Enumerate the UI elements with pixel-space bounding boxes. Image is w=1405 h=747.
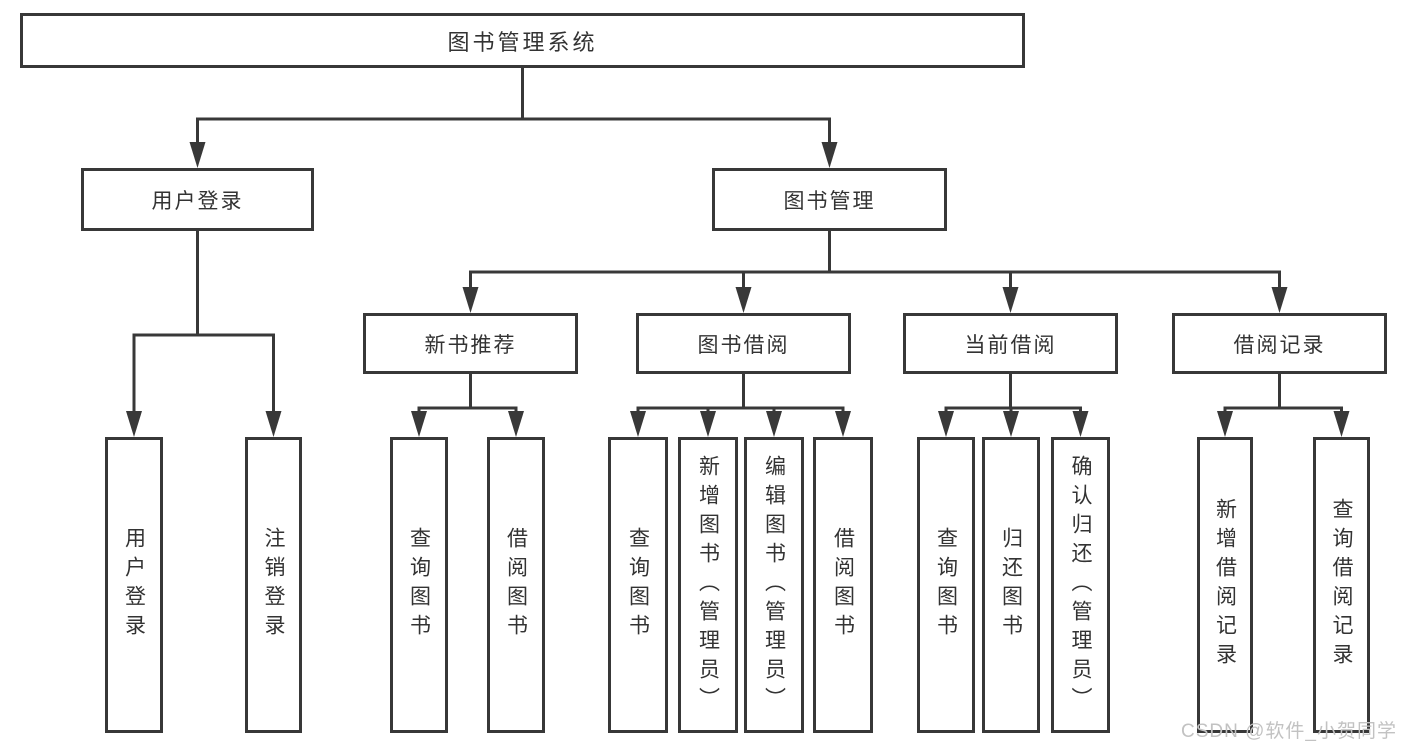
leaf-newbook-query-books-label: 查询图书: [407, 527, 431, 643]
node-book-borrow: 图书借阅: [636, 313, 851, 374]
node-root-label: 图书管理系统: [447, 29, 598, 55]
arrow-cb-return: [1003, 411, 1019, 437]
arrow-br-query: [1333, 411, 1350, 437]
leaf-return-books-label: 归还图书: [999, 527, 1023, 643]
node-current-borrow-label: 当前借阅: [964, 333, 1057, 357]
leaf-confirm-return-admin-label: 确认归还（管理员）: [1069, 454, 1092, 716]
arrow-leaf-login: [126, 411, 142, 437]
node-book-management-label: 图书管理: [783, 189, 876, 213]
arrow-borrowrecord: [1271, 287, 1288, 313]
node-root-system: 图书管理系统: [20, 13, 1025, 68]
leaf-borrow-query-books: 查询图书: [608, 437, 668, 733]
node-new-book-recommend: 新书推荐: [363, 313, 578, 374]
leaf-newbook-borrow-books: 借阅图书: [487, 437, 545, 733]
leaf-logout-label: 注销登录: [262, 527, 285, 643]
leaf-add-borrow-record-label: 新增借阅记录: [1213, 498, 1237, 672]
leaf-confirm-return-admin: 确认归还（管理员）: [1051, 437, 1110, 733]
leaf-query-borrow-record: 查询借阅记录: [1313, 437, 1370, 733]
leaf-borrow-books: 借阅图书: [813, 437, 873, 733]
arrow-bb-add: [700, 411, 716, 437]
arrow-nb-query: [411, 411, 427, 437]
arrow-book-mgmt: [821, 142, 838, 168]
leaf-user-login: 用户登录: [105, 437, 163, 733]
arrow-user-login: [189, 142, 206, 168]
leaf-edit-book-admin-label: 编辑图书（管理员）: [762, 454, 786, 716]
node-new-book-recommend-label: 新书推荐: [424, 333, 517, 357]
leaf-query-borrow-record-label: 查询借阅记录: [1330, 498, 1353, 672]
leaf-add-book-admin-label: 新增图书（管理员）: [696, 454, 720, 716]
arrow-nb-borrow: [508, 411, 524, 437]
arrow-bb-borrow: [835, 411, 851, 437]
node-user-login: 用户登录: [81, 168, 314, 231]
arrow-cb-query: [938, 411, 954, 437]
arrow-cb-confirm: [1072, 411, 1089, 437]
leaf-current-query-books: 查询图书: [917, 437, 975, 733]
leaf-borrow-books-label: 借阅图书: [831, 527, 855, 643]
arrow-currentborrow: [1002, 287, 1019, 313]
leaf-add-borrow-record: 新增借阅记录: [1197, 437, 1253, 733]
arrow-bb-edit: [766, 411, 782, 437]
leaf-return-books: 归还图书: [982, 437, 1040, 733]
node-user-login-label: 用户登录: [151, 189, 244, 213]
arrow-newbook: [462, 287, 479, 313]
node-borrow-record: 借阅记录: [1172, 313, 1387, 374]
node-current-borrow: 当前借阅: [903, 313, 1118, 374]
leaf-logout: 注销登录: [245, 437, 302, 733]
leaf-add-book-admin: 新增图书（管理员）: [678, 437, 738, 733]
leaf-edit-book-admin: 编辑图书（管理员）: [744, 437, 804, 733]
leaf-newbook-query-books: 查询图书: [390, 437, 448, 733]
node-borrow-record-label: 借阅记录: [1233, 333, 1326, 357]
arrow-bb-query: [630, 411, 646, 437]
arrow-br-add: [1217, 411, 1233, 437]
leaf-borrow-query-books-label: 查询图书: [626, 527, 650, 643]
arrow-leaf-logout: [265, 411, 282, 437]
arrowheads: [126, 142, 1350, 437]
arrow-bookborrow: [735, 287, 752, 313]
node-book-management: 图书管理: [712, 168, 947, 231]
leaf-current-query-books-label: 查询图书: [934, 527, 958, 643]
node-book-borrow-label: 图书借阅: [697, 333, 790, 357]
csdn-watermark: CSDN @软件_小贺同学: [1181, 721, 1397, 742]
leaf-newbook-borrow-books-label: 借阅图书: [504, 527, 528, 643]
leaf-user-login-label: 用户登录: [122, 527, 146, 643]
